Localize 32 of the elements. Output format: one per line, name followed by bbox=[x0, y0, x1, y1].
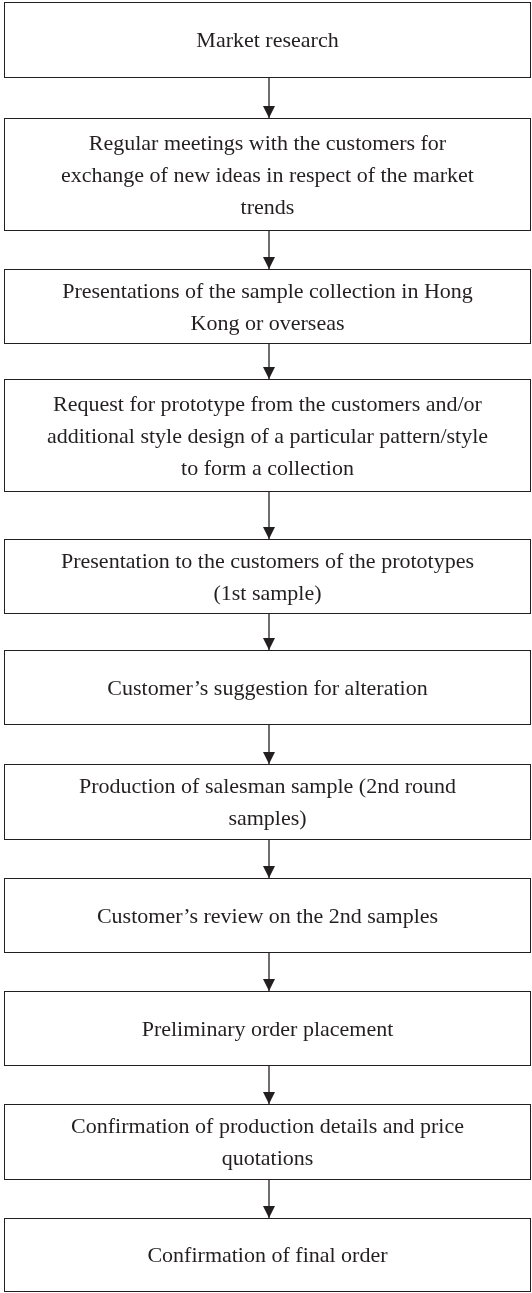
arrow bbox=[263, 613, 275, 651]
arrow bbox=[263, 491, 275, 540]
arrow bbox=[263, 839, 275, 879]
process-box bbox=[4, 878, 531, 953]
step-text: Customer’s review on the 2nd samples bbox=[96, 901, 439, 930]
process-box bbox=[4, 118, 531, 231]
process-box bbox=[4, 379, 531, 492]
step-text: Confirmation of production details and price quotations bbox=[70, 1112, 465, 1172]
arrow bbox=[263, 1179, 275, 1219]
step-text: Regular meetings with the customers for exchange of new ideas in respect of the market trends bbox=[60, 128, 475, 221]
process-box bbox=[4, 2, 531, 78]
arrow bbox=[263, 230, 275, 270]
arrow bbox=[263, 1065, 275, 1105]
step-text: Confirmation of final order bbox=[147, 1241, 388, 1269]
step-text: Presentations of the sample collection in Hong Kong or overseas bbox=[61, 276, 474, 337]
step-text: Presentation to the customers of the prototypes (1st sample) bbox=[60, 546, 475, 607]
process-box bbox=[4, 1218, 531, 1292]
step-text: Production of salesman sample (2nd round samples) bbox=[78, 772, 457, 832]
process-box bbox=[4, 539, 531, 614]
arrow bbox=[263, 343, 275, 380]
process-box bbox=[4, 991, 531, 1066]
arrow bbox=[263, 952, 275, 992]
step-text: Preliminary order placement bbox=[141, 1014, 394, 1043]
arrow bbox=[263, 77, 275, 119]
step-text: Market research bbox=[196, 26, 339, 54]
process-box bbox=[4, 269, 531, 344]
process-box bbox=[4, 764, 531, 840]
step-text: Customer’s suggestion for alteration bbox=[107, 673, 428, 702]
step-text: Request for prototype from the customers and/or additional style design of a particular pattern/style to form a collection bbox=[45, 389, 490, 482]
process-box bbox=[4, 650, 531, 725]
process-box bbox=[4, 1104, 531, 1180]
arrow bbox=[263, 724, 275, 765]
